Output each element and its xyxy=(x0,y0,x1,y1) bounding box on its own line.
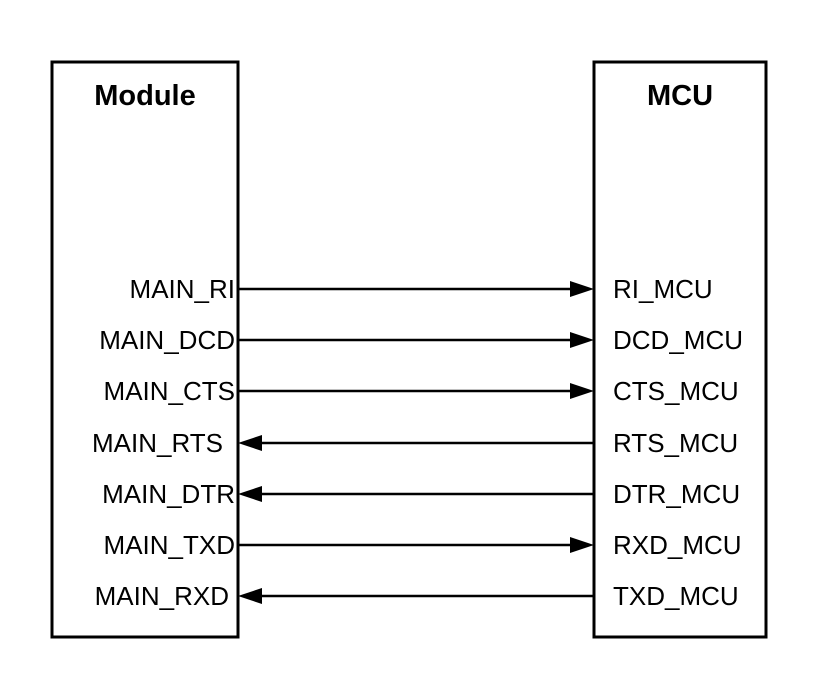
mcu-box-title: MCU xyxy=(647,80,713,112)
arrow-head-left-3 xyxy=(238,435,262,451)
signal-row-main-txd: MAIN_TXD RXD_MCU xyxy=(104,530,742,560)
signal-row-main-rts: MAIN_RTS RTS_MCU xyxy=(92,428,738,458)
module-pin-label-2: MAIN_CTS xyxy=(104,376,235,406)
module-box xyxy=(50,60,240,639)
module-pin-label-6: MAIN_RXD xyxy=(95,581,229,611)
mcu-pin-label-6: TXD_MCU xyxy=(613,581,739,611)
module-pin-label-3: MAIN_RTS xyxy=(92,428,223,458)
signal-row-main-dcd: MAIN_DCD DCD_MCU xyxy=(99,325,743,355)
mcu-pin-label-5: RXD_MCU xyxy=(613,530,742,560)
module-box-title: Module xyxy=(94,80,196,112)
module-pin-label-5: MAIN_TXD xyxy=(104,530,235,560)
module-pin-label-4: MAIN_DTR xyxy=(102,479,235,509)
signal-row-main-rxd: MAIN_RXD TXD_MCU xyxy=(95,581,739,611)
mcu-pin-label-4: DTR_MCU xyxy=(613,479,740,509)
mcu-pin-label-0: RI_MCU xyxy=(613,274,713,304)
signal-row-main-cts: MAIN_CTS CTS_MCU xyxy=(104,376,739,406)
arrow-head-left-4 xyxy=(238,486,262,502)
arrow-head-left-6 xyxy=(238,588,262,604)
signal-row-main-dtr: MAIN_DTR DTR_MCU xyxy=(102,479,740,509)
signal-row-main-ri: MAIN_RI RI_MCU xyxy=(130,274,713,304)
module-pin-label-0: MAIN_RI xyxy=(130,274,235,304)
mcu-pin-label-3: RTS_MCU xyxy=(613,428,738,458)
mcu-box xyxy=(592,60,768,639)
arrow-head-right-0 xyxy=(570,281,594,297)
arrow-head-right-5 xyxy=(570,537,594,553)
arrow-head-right-1 xyxy=(570,332,594,348)
mcu-pin-label-1: DCD_MCU xyxy=(613,325,743,355)
arrow-head-right-2 xyxy=(570,383,594,399)
mcu-pin-label-2: CTS_MCU xyxy=(613,376,739,406)
module-pin-label-1: MAIN_DCD xyxy=(99,325,235,355)
